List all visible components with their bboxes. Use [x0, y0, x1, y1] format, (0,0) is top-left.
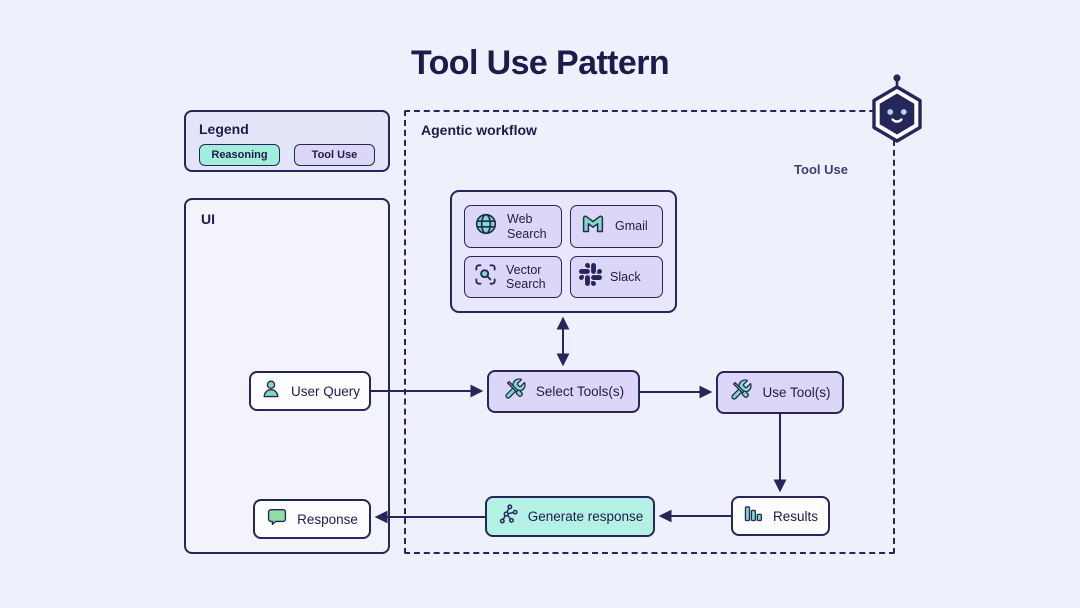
response-node: Response: [253, 499, 371, 539]
slack-icon: [579, 263, 602, 291]
user-query-node: User Query: [249, 371, 371, 411]
user-query-label: User Query: [290, 383, 361, 399]
bar-chart-icon: [743, 503, 764, 529]
speech-bubble-icon: [266, 506, 288, 533]
tool-chip-gmail-label: Gmail: [615, 219, 648, 234]
globe-icon: [473, 211, 499, 242]
legend-chip-tool-use: Tool Use: [294, 144, 375, 166]
ui-panel-title: UI: [201, 211, 215, 227]
legend-chips: Reasoning Tool Use: [199, 144, 375, 166]
tool-chip-slack: Slack: [570, 256, 663, 298]
network-icon: [497, 503, 519, 530]
tool-chip-web-search-label: Web Search: [507, 212, 547, 241]
generate-response-label: Generate response: [527, 509, 644, 524]
select-tools-label: Select Tools(s): [535, 384, 625, 399]
crossed-tools-icon: [503, 377, 527, 406]
legend-chip-reasoning-label: Reasoning: [211, 149, 268, 161]
tool-chip-slack-label: Slack: [610, 269, 641, 284]
agentic-workflow-panel: Agentic workflow: [404, 110, 895, 554]
page-title: Tool Use Pattern: [410, 44, 670, 82]
results-label: Results: [772, 508, 818, 524]
tools-group: Web Search Gmail: [450, 190, 677, 313]
generate-response-node: Generate response: [485, 496, 655, 537]
crossed-tools-icon: [729, 378, 753, 407]
user-icon: [260, 378, 282, 405]
legend-title: Legend: [199, 121, 249, 137]
legend-chip-reasoning: Reasoning: [199, 144, 280, 166]
legend-chip-tool-use-label: Tool Use: [311, 149, 358, 161]
results-node: Results: [731, 496, 830, 536]
response-label: Response: [297, 511, 358, 527]
tool-use-side-label: Tool Use: [794, 162, 848, 177]
legend-panel: Legend Reasoning Tool Use: [184, 110, 390, 172]
select-tools-node: Select Tools(s): [487, 370, 640, 413]
tool-chip-gmail: Gmail: [570, 205, 663, 248]
use-tools-node: Use Tool(s): [716, 371, 844, 414]
vector-search-icon: [473, 262, 498, 292]
agentic-workflow-title: Agentic workflow: [421, 122, 537, 138]
tool-chip-vector-search: Vector Search: [464, 256, 562, 298]
robot-icon: [866, 71, 928, 154]
gmail-icon: [579, 212, 607, 241]
tool-chip-web-search: Web Search: [464, 205, 562, 248]
use-tools-label: Use Tool(s): [762, 385, 831, 400]
tool-chip-vector-search-label: Vector Search: [506, 262, 546, 291]
